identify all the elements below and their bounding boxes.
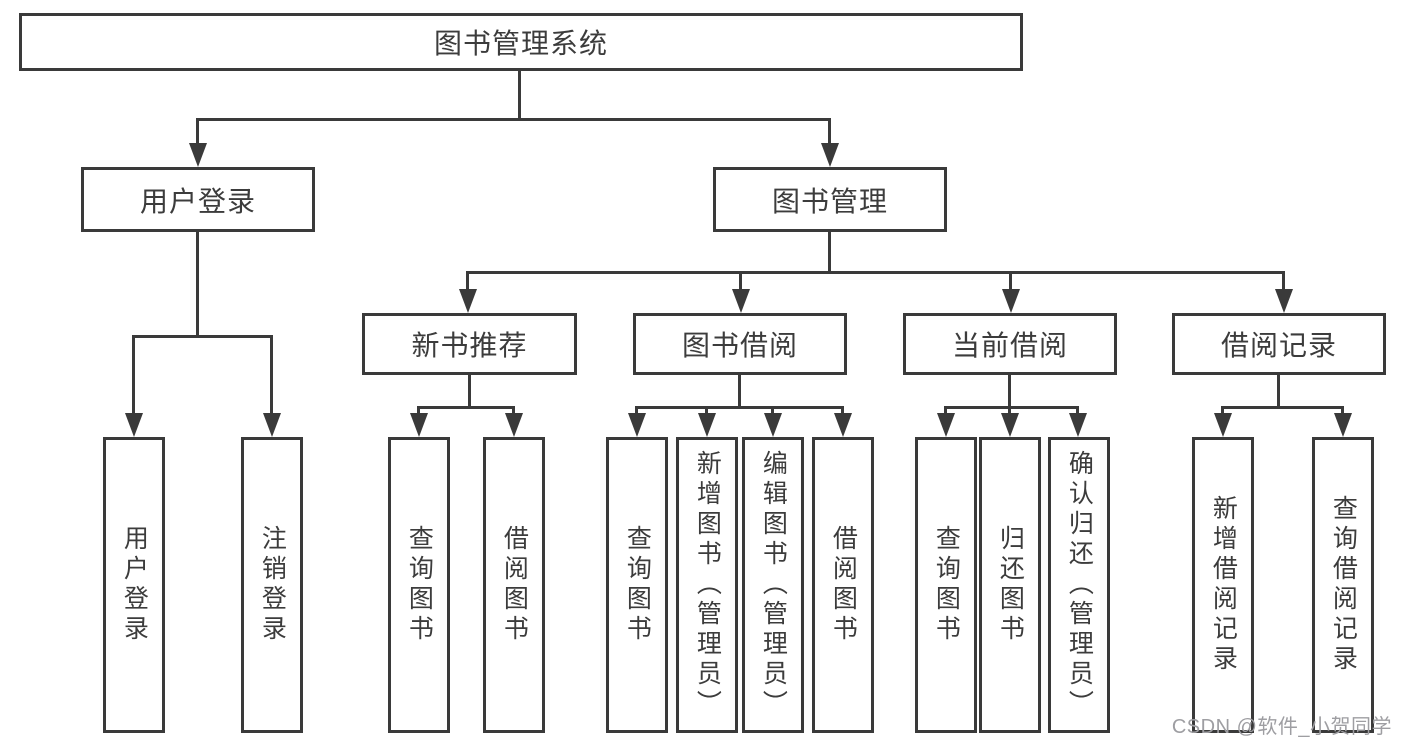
- connector: [841, 406, 844, 416]
- arrowhead-icon: [698, 413, 716, 437]
- node-book-borrowing: 图书借阅: [633, 313, 847, 375]
- connector: [468, 375, 471, 409]
- node-book-management: 图书管理: [713, 167, 947, 232]
- connector: [944, 406, 947, 416]
- connector: [635, 406, 844, 409]
- arrowhead-icon: [1214, 413, 1232, 437]
- arrowhead-icon: [459, 289, 477, 313]
- leaf-borrow-books-recommend: 借阅图书: [483, 437, 545, 733]
- leaf-borrow-books: 借阅图书: [812, 437, 874, 733]
- connector: [417, 406, 420, 416]
- connector: [518, 71, 521, 120]
- connector: [270, 335, 273, 416]
- arrowhead-icon: [1334, 413, 1352, 437]
- connector: [196, 232, 199, 338]
- connector: [1009, 271, 1012, 292]
- leaf-query-books-current: 查询图书: [915, 437, 977, 733]
- leaf-add-books-admin: 新增图书（管理员）: [676, 437, 738, 733]
- connector: [196, 118, 831, 121]
- connector: [1008, 406, 1011, 416]
- connector: [828, 232, 831, 274]
- connector: [1221, 406, 1344, 409]
- leaf-return-books: 归还图书: [979, 437, 1041, 733]
- connector: [417, 406, 515, 409]
- connector: [1341, 406, 1344, 416]
- arrowhead-icon: [1069, 413, 1087, 437]
- leaf-add-borrow-record: 新增借阅记录: [1192, 437, 1254, 733]
- connector: [132, 335, 135, 416]
- leaf-edit-books-admin: 编辑图书（管理员）: [742, 437, 804, 733]
- arrowhead-icon: [764, 413, 782, 437]
- arrowhead-icon: [410, 413, 428, 437]
- leaf-logout: 注销登录: [241, 437, 303, 733]
- leaf-confirm-return-admin: 确认归还（管理员）: [1048, 437, 1110, 733]
- connector: [1277, 375, 1280, 409]
- arrowhead-icon: [732, 289, 750, 313]
- arrowhead-icon: [125, 413, 143, 437]
- connector: [771, 406, 774, 416]
- connector: [196, 118, 199, 146]
- arrowhead-icon: [821, 143, 839, 167]
- node-library-management-system: 图书管理系统: [19, 13, 1023, 71]
- arrowhead-icon: [628, 413, 646, 437]
- arrowhead-icon: [263, 413, 281, 437]
- connector: [1221, 406, 1224, 416]
- arrowhead-icon: [834, 413, 852, 437]
- connector: [705, 406, 708, 416]
- connector: [512, 406, 515, 416]
- connector: [828, 118, 831, 146]
- leaf-user-login: 用户登录: [103, 437, 165, 733]
- connector: [1076, 406, 1079, 416]
- connector: [1282, 271, 1285, 292]
- arrowhead-icon: [937, 413, 955, 437]
- node-borrowing-records: 借阅记录: [1172, 313, 1386, 375]
- node-user-login: 用户登录: [81, 167, 315, 232]
- connector: [739, 271, 742, 292]
- arrowhead-icon: [1275, 289, 1293, 313]
- arrowhead-icon: [1002, 289, 1020, 313]
- connector: [738, 375, 741, 409]
- connector: [466, 271, 469, 292]
- connector: [1008, 375, 1011, 409]
- connector: [466, 271, 1285, 274]
- leaf-query-books-recommend: 查询图书: [388, 437, 450, 733]
- arrowhead-icon: [1001, 413, 1019, 437]
- leaf-query-borrow-record: 查询借阅记录: [1312, 437, 1374, 733]
- connector: [132, 335, 273, 338]
- connector: [635, 406, 638, 416]
- leaf-query-books-borrow: 查询图书: [606, 437, 668, 733]
- node-current-borrowing: 当前借阅: [903, 313, 1117, 375]
- node-new-book-recommendation: 新书推荐: [362, 313, 577, 375]
- csdn-watermark: CSDN @软件_小贺同学: [1171, 716, 1392, 738]
- connector: [944, 406, 1079, 409]
- arrowhead-icon: [505, 413, 523, 437]
- arrowhead-icon: [189, 143, 207, 167]
